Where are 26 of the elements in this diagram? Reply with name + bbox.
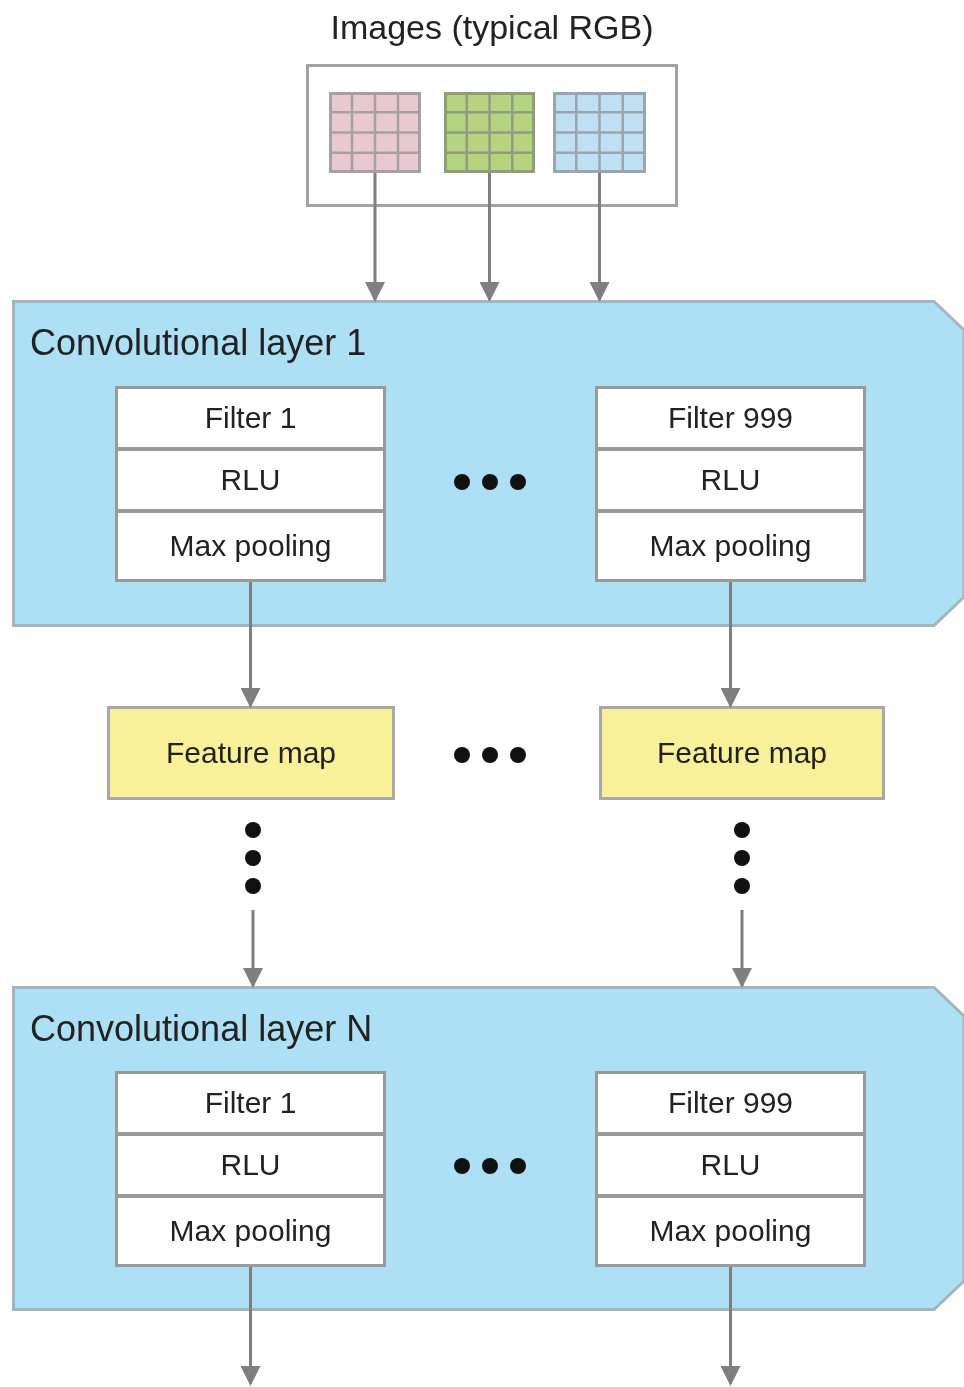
layer-title: Convolutional layer N xyxy=(30,1008,373,1050)
step-cell: Filter 999 xyxy=(595,1071,866,1135)
step-cell: RLU xyxy=(595,448,866,512)
step-cell: Max pooling xyxy=(115,510,386,582)
arrow xyxy=(365,173,385,302)
step-cell: Filter 999 xyxy=(595,386,866,450)
arrow xyxy=(240,1267,261,1386)
arrow xyxy=(243,910,263,988)
feature-map-box: Feature map xyxy=(599,706,885,800)
feature-map-box: Feature map xyxy=(107,706,395,800)
step-cell: RLU xyxy=(115,448,386,512)
layer-title: Convolutional layer 1 xyxy=(30,322,367,364)
step-cell: RLU xyxy=(595,1133,866,1197)
arrow xyxy=(479,173,500,302)
arrow xyxy=(720,582,741,708)
step-cell: RLU xyxy=(115,1133,386,1197)
arrow xyxy=(720,1267,741,1386)
arrow xyxy=(589,173,610,302)
step-cell: Max pooling xyxy=(595,510,866,582)
arrow xyxy=(240,582,261,708)
arrow xyxy=(732,910,752,988)
step-cell: Filter 1 xyxy=(115,1071,386,1135)
step-cell: Filter 1 xyxy=(115,386,386,450)
step-cell: Max pooling xyxy=(595,1195,866,1267)
images-heading: Images (typical RGB) xyxy=(329,8,655,47)
step-cell: Max pooling xyxy=(115,1195,386,1267)
